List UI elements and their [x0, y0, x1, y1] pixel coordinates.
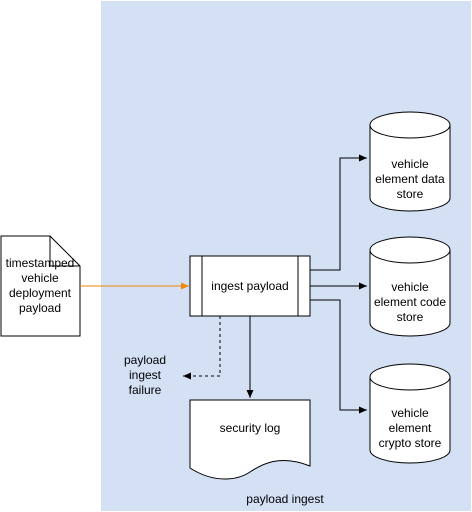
- boundary-label: payload ingest: [246, 491, 324, 506]
- input-document-shape[interactable]: [0, 235, 81, 337]
- data-store-label: vehicle element data store: [375, 156, 445, 201]
- code-store-label: vehicle element code store: [373, 279, 447, 324]
- process-label: ingest payload: [211, 278, 289, 293]
- input-document-label: timestamped vehicle deployment payload: [5, 256, 75, 315]
- input-document-fold: [49, 236, 80, 267]
- crypto-store-label: vehicle element crypto store: [378, 405, 442, 450]
- code-store-cylinder[interactable]: [369, 236, 451, 337]
- crypto-store-cylinder[interactable]: [369, 363, 451, 464]
- data-store-flow-arrow[interactable]: [310, 154, 367, 271]
- security-log-shape[interactable]: [189, 399, 311, 480]
- security-log-label: security log: [219, 420, 281, 435]
- data-store-cylinder[interactable]: [369, 111, 451, 212]
- failure-flow-arrow[interactable]: [183, 316, 221, 380]
- failure-label: payload ingest failure: [123, 352, 167, 397]
- crypto-store-flow-arrow[interactable]: [310, 299, 367, 414]
